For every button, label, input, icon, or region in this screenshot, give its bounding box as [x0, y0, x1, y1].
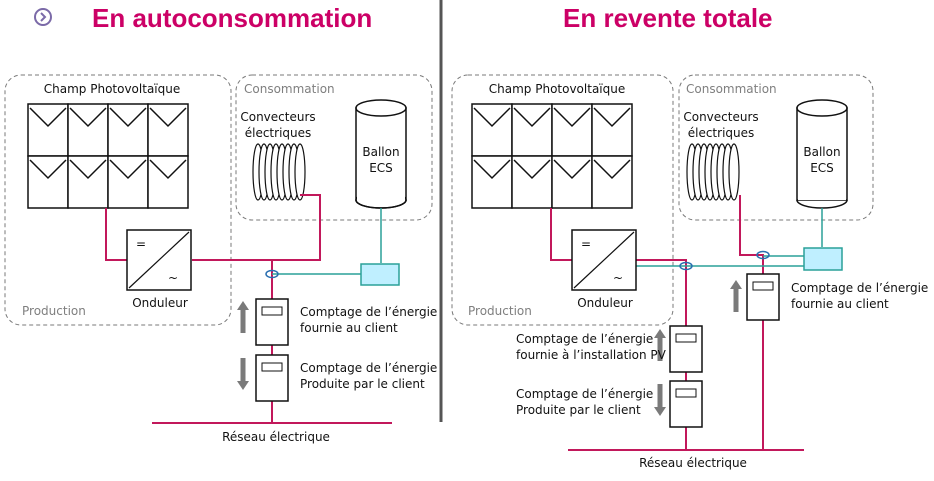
meter1-label-line1: Comptage de l’énergie [300, 305, 437, 319]
reseau-label: Réseau électrique [222, 430, 330, 444]
ballon-label-line2: ECS [369, 161, 393, 175]
arrow-down-icon [237, 358, 249, 390]
water-heater-tank [796, 99, 848, 209]
title-autoconsommation: En autoconsommation [92, 3, 372, 33]
meter2-label-line2: Produite par le client [300, 377, 425, 391]
meter-prod-label-line2: Produite par le client [516, 403, 641, 417]
meter-pv-label-line2: fournie à l’installation PV [516, 348, 667, 362]
current-sensor [679, 261, 693, 271]
onduleur-label: Onduleur [132, 296, 188, 310]
inverter-dc-symbol: = [581, 237, 591, 251]
reseau-label: Réseau électrique [639, 456, 747, 470]
meter-production [669, 380, 703, 428]
inverter-dc-symbol: = [136, 237, 146, 251]
arrow-down-icon [654, 384, 666, 416]
consommation-zone [678, 74, 874, 221]
convecteurs-label-line2: électriques [688, 126, 755, 140]
current-sensor [265, 269, 279, 279]
onduleur-label: Onduleur [577, 296, 633, 310]
title-revente-totale: En revente totale [563, 3, 773, 33]
right-diagram: Champ Photovoltaïque Consommation Produc… [451, 74, 928, 470]
inverter [571, 229, 637, 291]
meter-prod-label-line1: Comptage de l’énergie [516, 387, 653, 401]
inverter-ac-symbol: ~ [168, 271, 178, 285]
production-zone [451, 74, 674, 326]
left-diagram: Champ Photovoltaïque Consommation Produc… [4, 74, 437, 444]
meter-consumption [255, 298, 289, 346]
meter-client-label-line2: fournie au client [791, 297, 889, 311]
water-heater-tank [355, 99, 407, 209]
pv-panels [27, 103, 189, 209]
arrow-up-icon [730, 280, 742, 312]
convecteurs-label-line2: électriques [245, 126, 312, 140]
meter-pv-installation [669, 325, 703, 373]
meter2-label-line1: Comptage de l’énergie [300, 361, 437, 375]
inverter [126, 229, 192, 291]
production-label: Production [468, 304, 532, 318]
convecteurs-label-line1: Convecteurs [240, 110, 315, 124]
consommation-zone [235, 74, 433, 221]
chevron-right-circle-icon[interactable] [34, 8, 52, 26]
meter-consumption [746, 273, 780, 321]
ballon-label-line2: ECS [810, 161, 834, 175]
convector-coil-icon [686, 143, 740, 201]
pv-field-label: Champ Photovoltaïque [44, 82, 180, 96]
current-sensor [756, 250, 770, 260]
pv-field-label: Champ Photovoltaïque [489, 82, 625, 96]
arrow-up-icon [237, 301, 249, 333]
consommation-label: Consommation [686, 82, 777, 96]
inverter-ac-symbol: ~ [613, 271, 623, 285]
ballon-label-line1: Ballon [362, 145, 399, 159]
controller-box [803, 247, 843, 271]
consommation-label: Consommation [244, 82, 335, 96]
meter1-label-line2: fournie au client [300, 321, 398, 335]
ballon-label-line1: Ballon [803, 145, 840, 159]
production-label: Production [22, 304, 86, 318]
pv-panels [471, 103, 633, 209]
convector-coil-icon [252, 143, 306, 201]
controller-box [360, 263, 400, 286]
meter-pv-label-line1: Comptage de l’énergie [516, 332, 653, 346]
meter-production [255, 354, 289, 402]
convecteurs-label-line1: Convecteurs [683, 110, 758, 124]
meter-client-label-line1: Comptage de l’énergie [791, 281, 928, 295]
